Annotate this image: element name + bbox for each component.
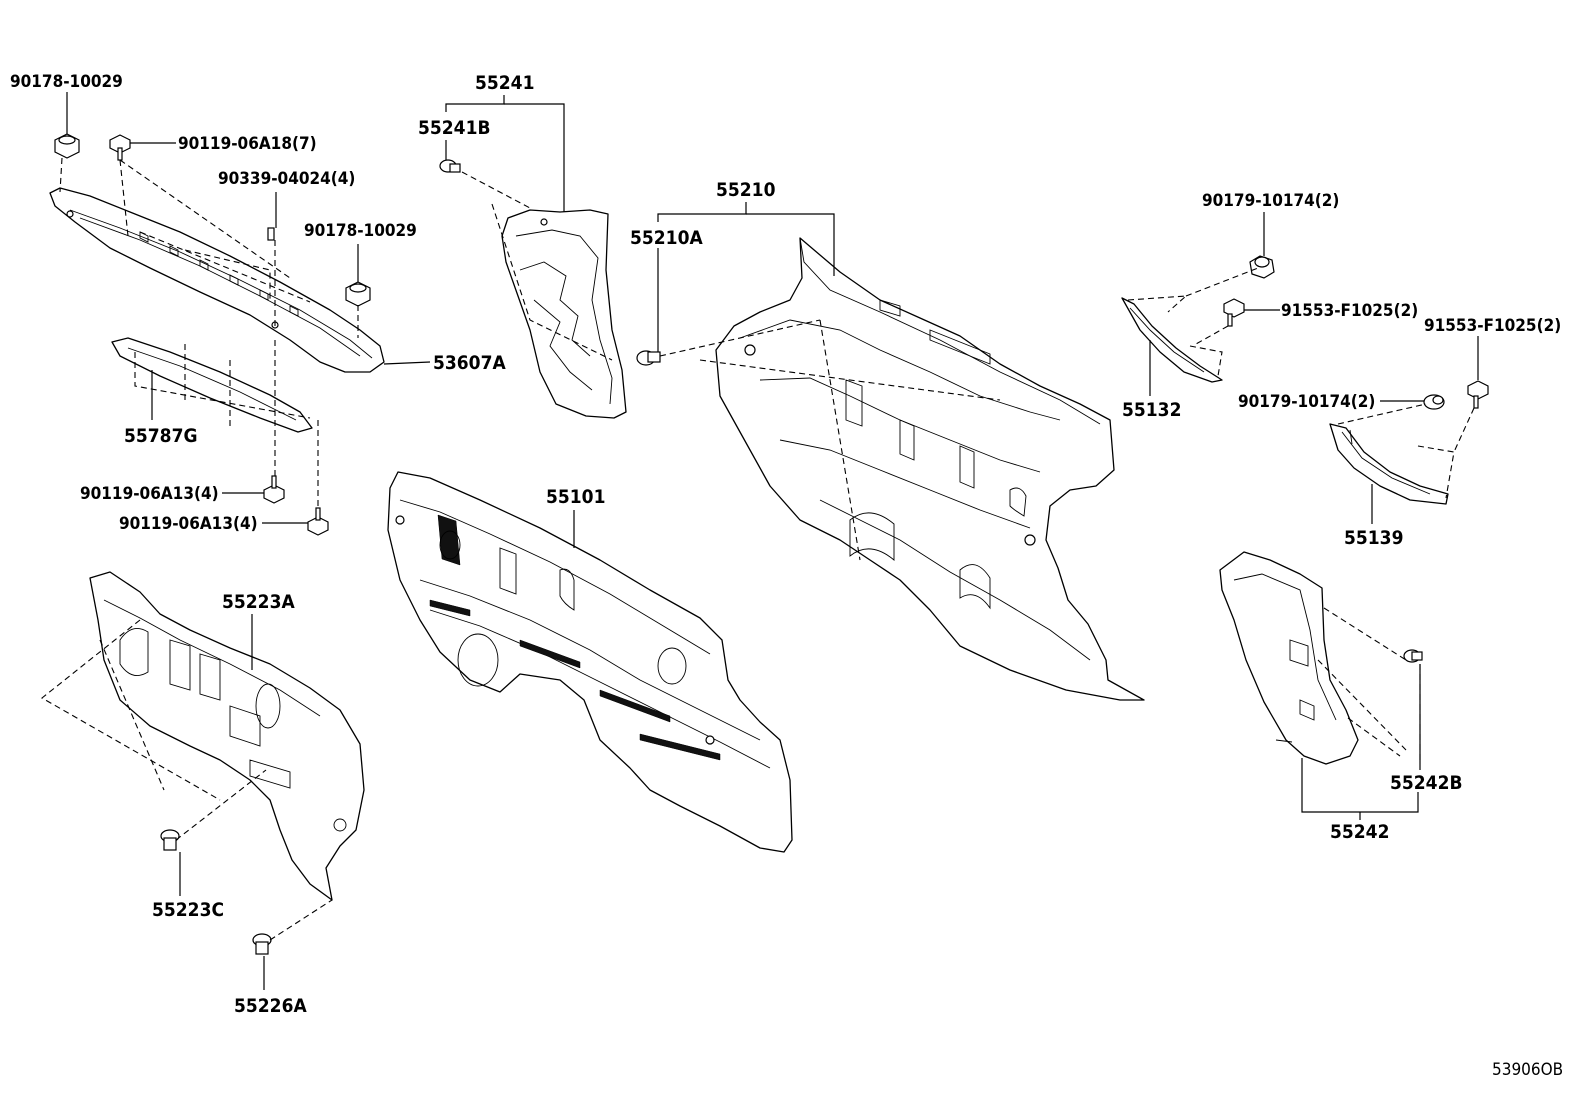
label-90119-06A13-a: 90119-06A13(4) bbox=[80, 484, 219, 504]
cowl-strip bbox=[111, 337, 313, 433]
part-labels: 90178-10029 90119-06A18(7) 90339-04024(4… bbox=[10, 72, 1563, 1080]
label-55223C: 55223C bbox=[152, 899, 224, 921]
label-55223A: 55223A bbox=[222, 591, 295, 613]
dash-insulator-55223A bbox=[89, 571, 365, 901]
dash-silencer-55210 bbox=[715, 237, 1145, 701]
side-insulator-55241 bbox=[501, 209, 627, 419]
label-55787G: 55787G bbox=[124, 425, 198, 447]
pad-55139 bbox=[1329, 423, 1449, 505]
label-55226A: 55226A bbox=[234, 995, 307, 1017]
cowl-panel bbox=[49, 187, 385, 373]
fasteners bbox=[54, 133, 1489, 955]
diagram-code: 53906OB bbox=[1492, 1060, 1563, 1080]
label-90339-04024: 90339-04024(4) bbox=[218, 169, 355, 189]
label-90179-10174-lower: 90179-10174(2) bbox=[1238, 392, 1375, 412]
label-55132: 55132 bbox=[1122, 399, 1181, 421]
side-insulator-55242 bbox=[1219, 551, 1359, 765]
label-55101: 55101 bbox=[546, 486, 605, 508]
label-55210: 55210 bbox=[716, 179, 776, 201]
leader-lines bbox=[66, 92, 1479, 990]
label-55242: 55242 bbox=[1330, 821, 1389, 843]
label-55210A: 55210A bbox=[630, 227, 703, 249]
label-90178-10029-top: 90178-10029 bbox=[10, 72, 123, 92]
label-91553-F1025-a: 91553-F1025(2) bbox=[1281, 301, 1418, 321]
dash-panel-55101 bbox=[387, 471, 793, 853]
label-55139: 55139 bbox=[1344, 527, 1403, 549]
label-90119-06A18: 90119-06A18(7) bbox=[178, 134, 317, 154]
pad-55132 bbox=[1121, 297, 1223, 383]
label-53607A: 53607A bbox=[433, 352, 506, 374]
label-55241: 55241 bbox=[475, 72, 534, 94]
label-90178-10029-mid: 90178-10029 bbox=[304, 221, 417, 241]
label-90179-10174-top: 90179-10174(2) bbox=[1202, 191, 1339, 211]
label-55241B: 55241B bbox=[418, 117, 491, 139]
label-91553-F1025-b: 91553-F1025(2) bbox=[1424, 316, 1561, 336]
label-55242B: 55242B bbox=[1390, 772, 1463, 794]
label-90119-06A13-b: 90119-06A13(4) bbox=[119, 514, 258, 534]
